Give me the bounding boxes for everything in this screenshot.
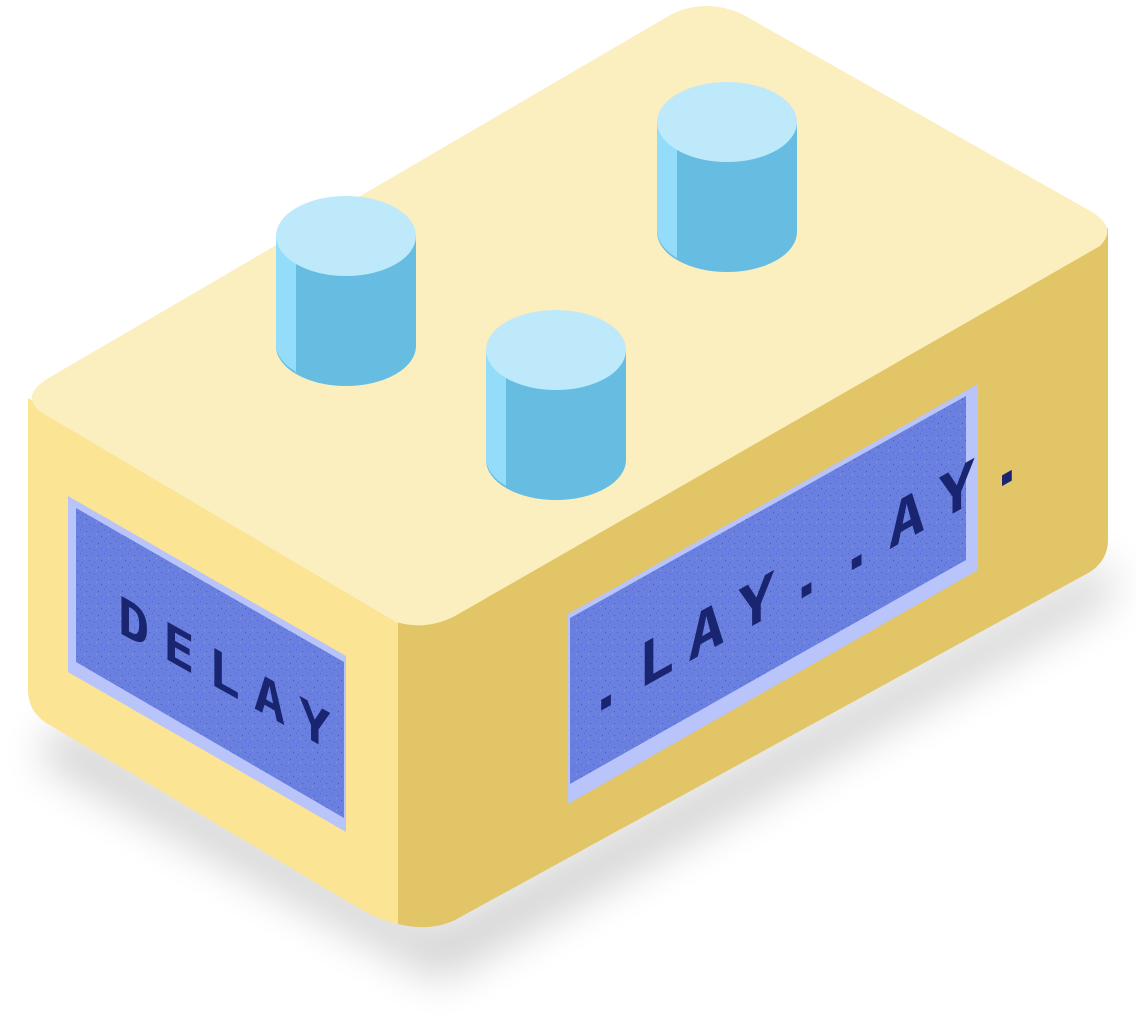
knob-icon[interactable] [276, 196, 416, 386]
left-display-texture [76, 508, 344, 818]
right-display-texture [570, 396, 966, 784]
knob-icon[interactable] [486, 310, 626, 500]
knob-icon[interactable] [657, 82, 797, 272]
